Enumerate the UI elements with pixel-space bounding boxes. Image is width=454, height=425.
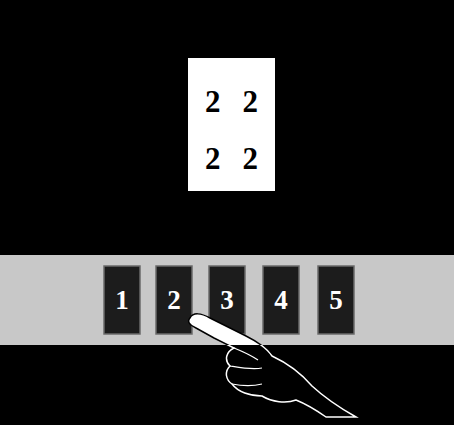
pointing-hand-lower [189,345,356,417]
key-number: 5 [329,284,343,316]
response-key: 5 [318,266,354,334]
hand-outline-lower [189,345,356,417]
stimulus-digit: 2 [243,139,259,179]
stimulus-digit: 2 [205,139,221,179]
number-card: 2222 [188,58,275,191]
response-key: 1 [104,266,140,334]
response-key: 3 [209,266,245,334]
key-face [156,266,192,334]
key-number: 1 [115,284,129,316]
hand-outline [189,314,356,345]
key-face [263,266,299,334]
stimulus-digit: 2 [205,82,221,122]
key-number: 4 [274,284,288,316]
finger-creases-lower [230,348,262,386]
response-key: 2 [156,266,192,334]
response-key: 4 [263,266,299,334]
pointing-hand [189,314,356,345]
key-face [318,266,354,334]
stimulus-digit: 2 [243,82,259,122]
key-faces [104,266,354,334]
key-face [104,266,140,334]
key-number: 3 [220,284,234,316]
key-number: 2 [167,284,181,316]
